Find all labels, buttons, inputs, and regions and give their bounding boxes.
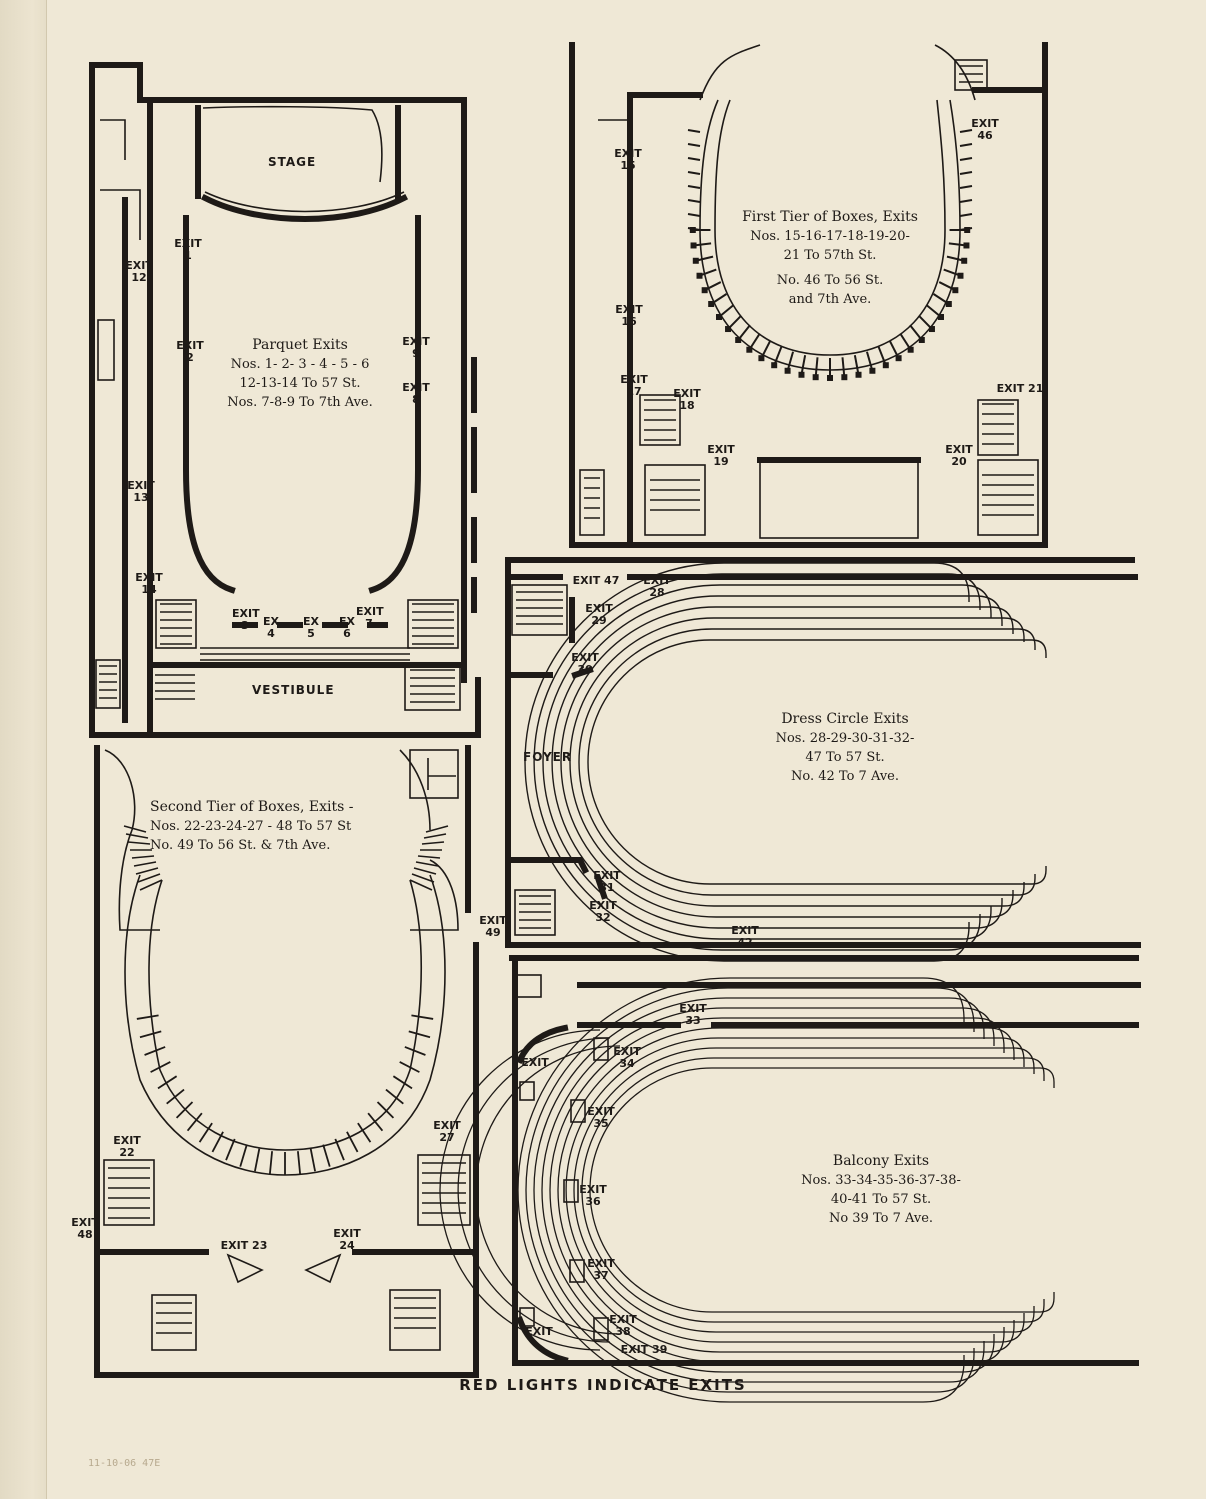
parquet-line-1: Nos. 1- 2- 3 - 4 - 5 - 6 [230,357,370,372]
exit-28-label: EXIT 28 [643,574,671,599]
parquet-line-2: 12-13-14 To 57 St. [239,376,361,391]
balcony-text: Balcony Exits Nos. 33-34-35-36-37-38- 40… [756,1152,1006,1228]
exit-34-label: EXIT 34 [613,1045,641,1070]
exit-5-label: EX 5 [303,615,319,640]
exit-17-label: EXIT 17 [620,373,648,398]
exit-38-label: EXIT 38 [609,1313,637,1338]
dress-circle-text: Dress Circle Exits Nos. 28-29-30-31-32- … [730,710,960,786]
exit-14-label: EXIT 14 [135,571,163,596]
exit-9-label: EXIT 9 [402,335,430,360]
first-tier-line-3: No. 46 To 56 St. [776,273,884,288]
exit-29-label: EXIT 29 [585,602,613,627]
page-caption: RED LIGHTS INDICATE EXITS [459,1376,747,1394]
exit-22-label: EXIT 22 [113,1134,141,1159]
exit-12-label: EXIT 12 [125,259,153,284]
exit-27-label: EXIT 27 [433,1119,461,1144]
binding-spine [0,0,47,1499]
exit-3-label: EXIT 3 [232,607,260,632]
balcony-title: Balcony Exits [832,1153,930,1169]
foyer-label: FOYER [523,750,573,764]
parquet-plan [89,62,481,738]
second-tier-text: Second Tier of Boxes, Exits - Nos. 22-23… [150,798,410,855]
parquet-line-3: Nos. 7-8-9 To 7th Ave. [227,395,373,410]
exit-30-label: EXIT 30 [571,651,599,676]
dress-circle-line-2: 47 To 57 St. [805,750,885,765]
exit-16-label: EXIT 16 [615,303,643,328]
second-tier-plan [94,745,479,1378]
parquet-exits-text: Parquet Exits Nos. 1- 2- 3 - 4 - 5 - 6 1… [200,336,400,412]
second-tier-line-1: Nos. 22-23-24-27 - 48 To 57 St [150,819,352,834]
exit-7-label: EXIT 7 [356,605,384,630]
exit-lower-left-label: EXIT [525,1325,553,1338]
exit-46-label: EXIT 46 [971,117,999,142]
exit-18-label: EXIT 18 [673,387,701,412]
exit-35-label: EXIT 35 [587,1105,615,1130]
exit-48-label: EXIT 48 [71,1216,99,1241]
first-tier-line-4: and 7th Ave. [788,292,872,307]
exit-1-label: EXIT 1 [174,237,202,262]
first-tier-line-1: Nos. 15-16-17-18-19-20- [750,229,910,244]
first-tier-text: First Tier of Boxes, Exits Nos. 15-16-17… [735,208,925,309]
exit-19-label: EXIT 19 [707,443,735,468]
vestibule-label: VESTIBULE [252,683,335,697]
exit-15-label: EXIT 15 [614,147,642,172]
first-tier-title: First Tier of Boxes, Exits [742,209,918,225]
exit-36-label: EXIT 36 [579,1183,607,1208]
exit-8-label: EXIT 8 [402,381,430,406]
exit-24-label: EXIT 24 [333,1227,361,1252]
second-tier-line-2: No. 49 To 56 St. & 7th Ave. [150,838,331,853]
stage-label: STAGE [268,155,317,169]
first-tier-plan [569,42,1048,548]
exit-23-label: EXIT 23 [220,1239,268,1252]
exit-6-label: EX 6 [339,615,355,640]
balcony-plan [439,955,1141,1403]
dress-circle-line-1: Nos. 28-29-30-31-32- [775,731,915,746]
balcony-line-1: Nos. 33-34-35-36-37-38- [801,1173,961,1188]
exit-42-label: EXIT 42 [731,924,759,949]
exit-49-label: EXIT 49 [479,914,507,939]
dress-circle-plan [505,557,1141,962]
balcony-line-3: No 39 To 7 Ave. [828,1211,934,1226]
exit-31-label: EXIT 31 [593,869,621,894]
dress-circle-line-3: No. 42 To 7 Ave. [791,769,899,784]
exit-20-label: EXIT 20 [945,443,973,468]
catalog-mark: 11-10-06 47E [88,1458,161,1469]
exit-37-label: EXIT 37 [587,1257,615,1282]
exit-2-label: EXIT 2 [176,339,204,364]
parquet-title: Parquet Exits [252,337,348,353]
dress-circle-title: Dress Circle Exits [781,711,909,727]
balcony-line-2: 40-41 To 57 St. [830,1192,932,1207]
exit-33-label: EXIT 33 [679,1002,707,1027]
exit-39-label: EXIT 39 [620,1343,668,1356]
second-tier-title: Second Tier of Boxes, Exits - [150,799,354,815]
exit-upper-left-label: EXIT [521,1056,549,1069]
exit-4-label: EX 4 [263,615,279,640]
exit-21-label: EXIT 21 [996,382,1044,395]
first-tier-line-2: 21 To 57th St. [783,248,877,263]
exit-47-label: EXIT 47 [572,574,620,587]
exit-13-label: EXIT 13 [127,479,155,504]
exit-32-label: EXIT 32 [589,899,617,924]
